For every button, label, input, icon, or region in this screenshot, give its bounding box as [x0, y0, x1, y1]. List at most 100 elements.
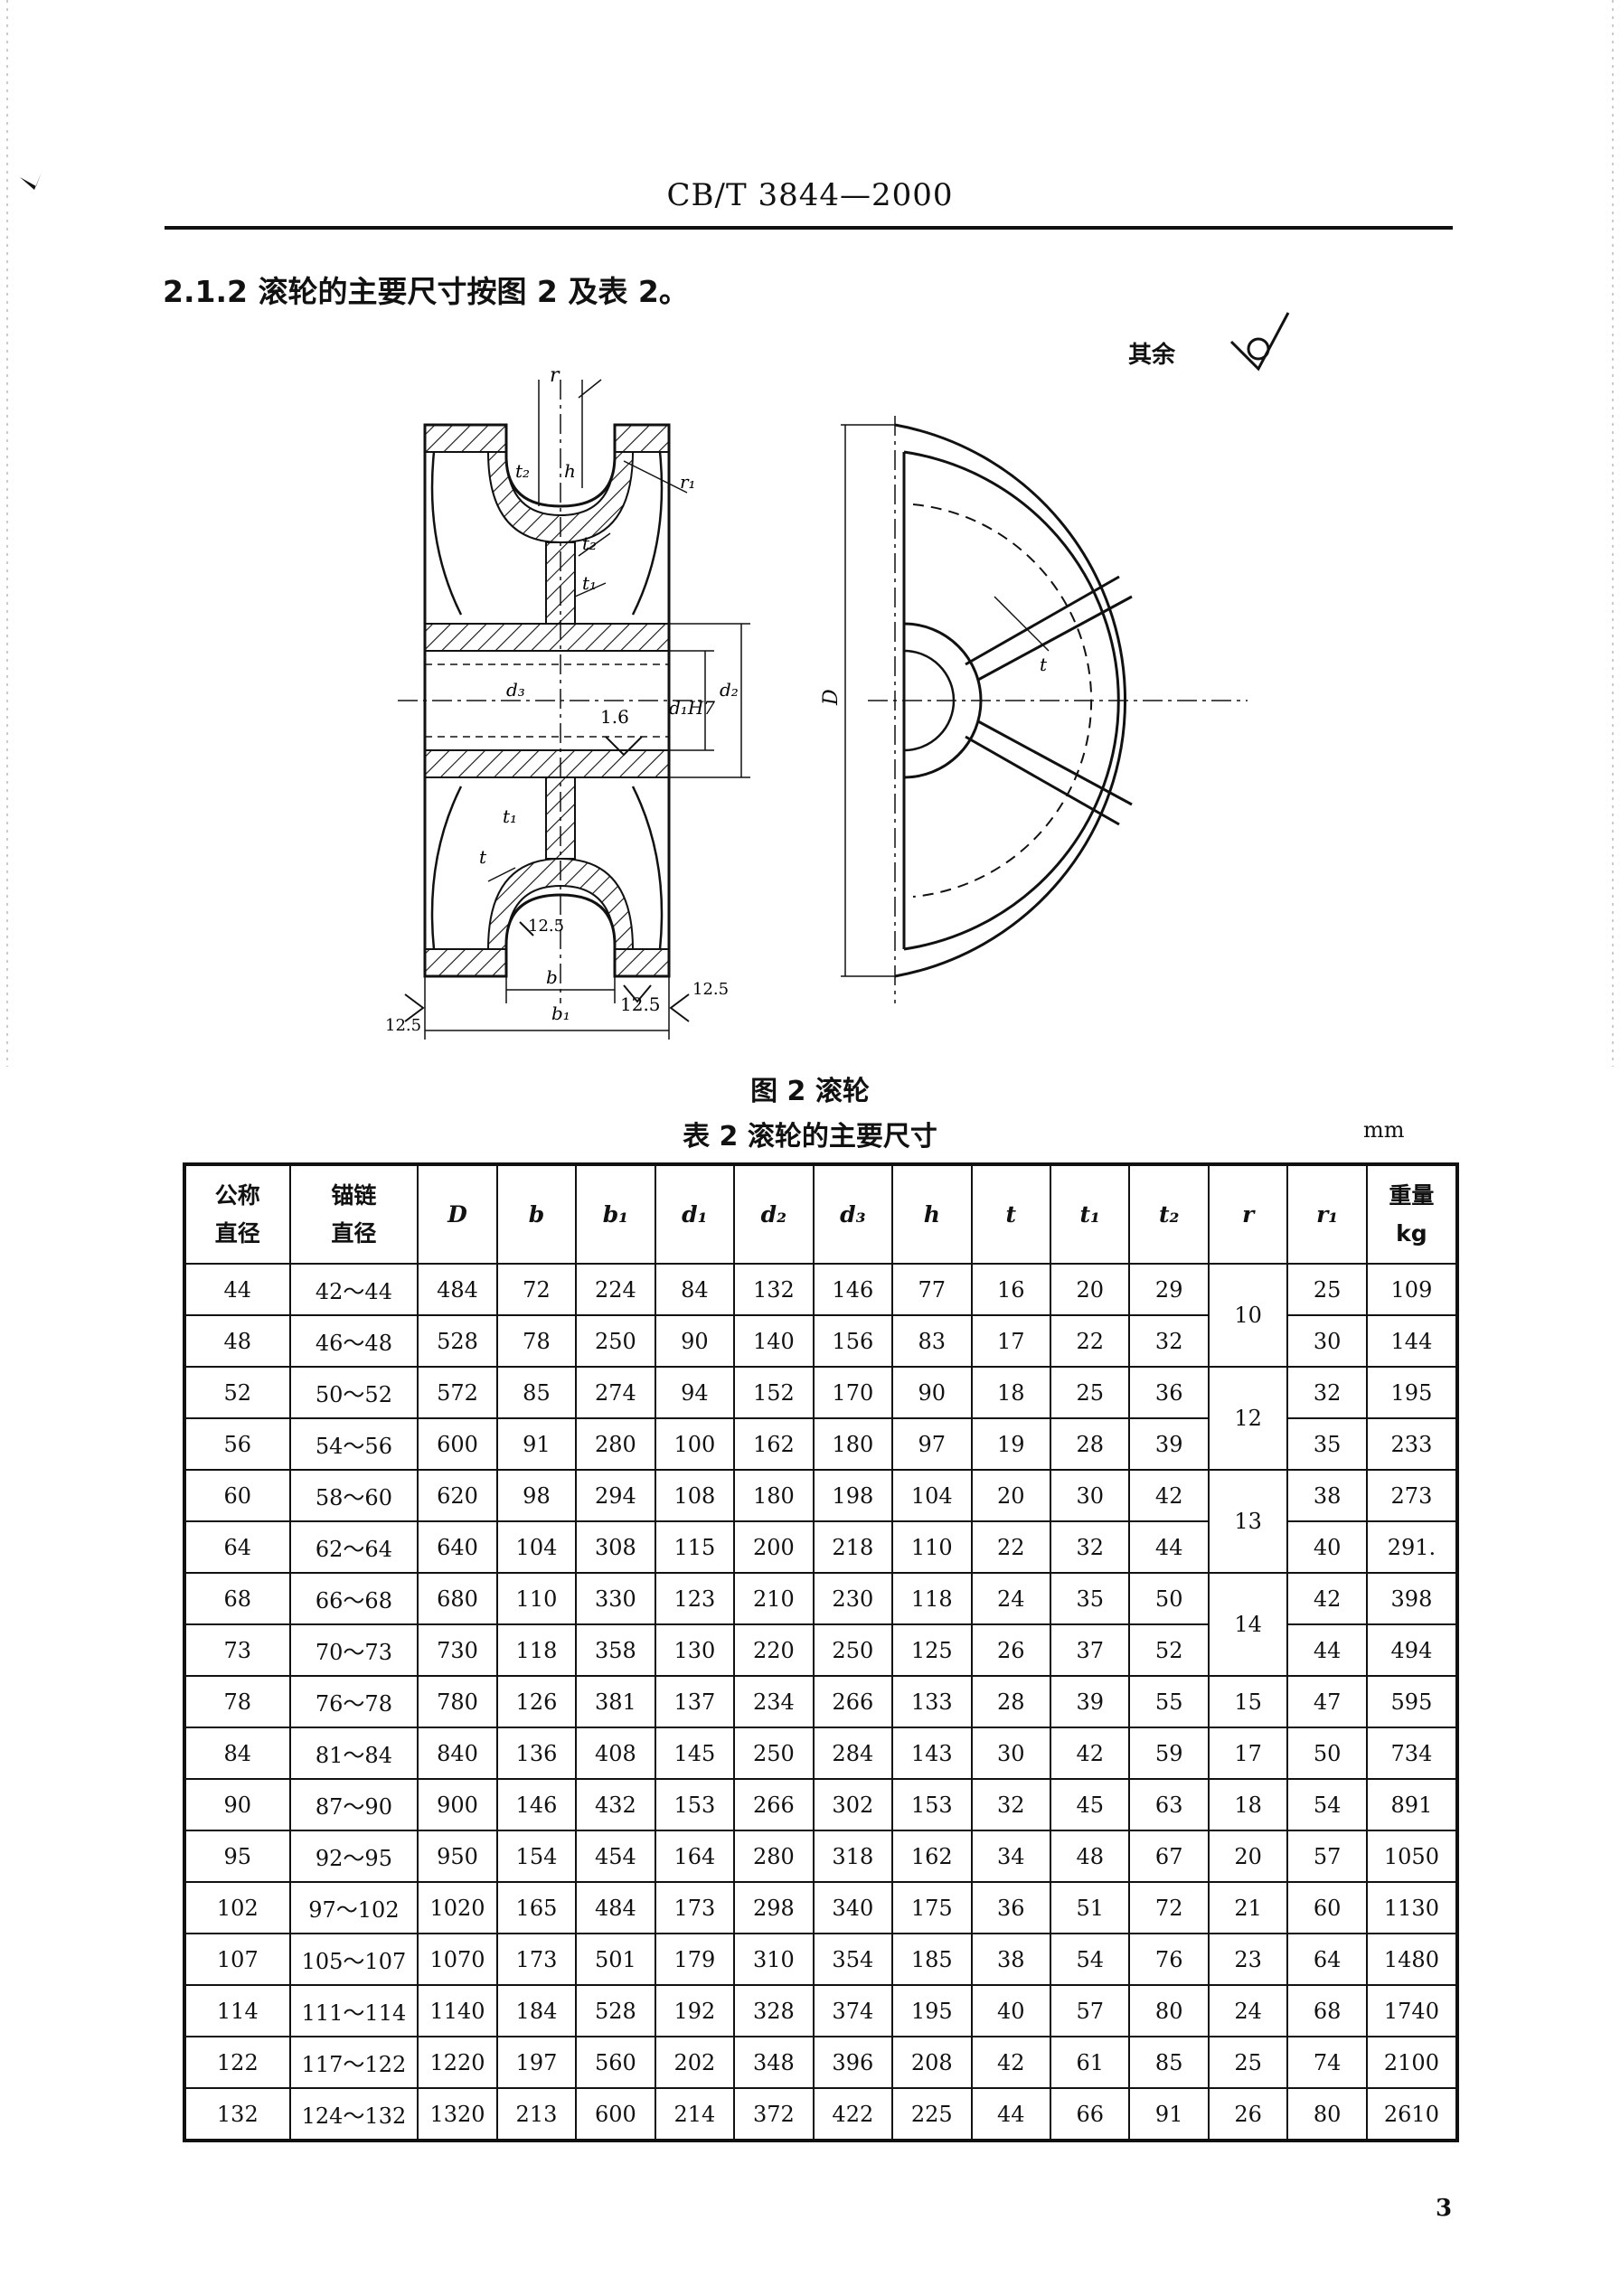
- table-cell: 46～48: [288, 1314, 419, 1368]
- table-cell: 91: [1128, 2087, 1210, 2141]
- column-header-symbol: D: [447, 1201, 467, 1228]
- table-cell: 22: [1049, 1314, 1131, 1368]
- table-cell: 224: [575, 1263, 656, 1316]
- table-cell: 144: [1365, 1314, 1459, 1368]
- table-cell: 214: [654, 2087, 736, 2141]
- table-cell: 180: [812, 1417, 894, 1471]
- table-cell: 396: [812, 2036, 894, 2089]
- label-d3: d₃: [506, 679, 525, 701]
- table-cell: 900: [417, 1778, 498, 1831]
- table-cell: 36: [1128, 1366, 1210, 1419]
- table-cell: 298: [733, 1881, 815, 1934]
- table-cell: 72: [495, 1263, 578, 1316]
- table-cell: 68: [184, 1572, 291, 1625]
- table-cell: 90: [654, 1314, 736, 1368]
- table-cell: 145: [654, 1727, 736, 1780]
- table-cell: 44: [1286, 1623, 1368, 1677]
- table-cell: 780: [417, 1675, 498, 1728]
- table-cell: 200: [733, 1520, 815, 1574]
- table-cell: 197: [495, 2036, 578, 2089]
- label-t2-top: t₂: [515, 460, 530, 482]
- table-cell: 600: [575, 2087, 656, 2141]
- standard-code: CB/T 3844—2000: [666, 177, 954, 213]
- table-cell: 57: [1286, 1830, 1368, 1883]
- table-cell: 32: [1049, 1520, 1131, 1574]
- table-cell: 68: [1286, 1984, 1368, 2037]
- column-header-symbol: b₁: [602, 1201, 629, 1228]
- table-cell: 100: [654, 1417, 736, 1471]
- table-cell: 192: [654, 1984, 736, 2037]
- table-cell: 170: [812, 1366, 894, 1419]
- table-cell: 26: [1207, 2087, 1289, 2141]
- column-header: t₂: [1128, 1163, 1210, 1265]
- table-cell: 840: [417, 1727, 498, 1780]
- table-cell: 124～132: [288, 2087, 419, 2141]
- column-header-main: 重量: [1389, 1181, 1435, 1209]
- column-header-symbol: d₃: [840, 1201, 866, 1228]
- table-cell: 140: [733, 1314, 815, 1368]
- table-cell: 54～56: [288, 1417, 419, 1471]
- table-cell: 152: [733, 1366, 815, 1419]
- table-cell: 28: [970, 1675, 1052, 1728]
- table-cell: 39: [1049, 1675, 1131, 1728]
- table-cell: 153: [654, 1778, 736, 1831]
- table-cell: 484: [417, 1263, 498, 1316]
- table-cell: 39: [1128, 1417, 1210, 1471]
- column-header: b: [495, 1163, 578, 1265]
- table-cell: 308: [575, 1520, 656, 1574]
- table-cell: 85: [1128, 2036, 1210, 2089]
- table-cell: 130: [654, 1623, 736, 1677]
- table-cell: 640: [417, 1520, 498, 1574]
- table-cell: 94: [654, 1366, 736, 1419]
- table-cell: 132: [184, 2087, 291, 2141]
- table-cell: 310: [733, 1933, 815, 1986]
- table-cell: 422: [812, 2087, 894, 2141]
- table-cell: 42: [970, 2036, 1052, 2089]
- table-cell: 19: [970, 1417, 1052, 1471]
- column-header-symbol: t₂: [1158, 1201, 1180, 1228]
- unit-label: mm: [1363, 1117, 1405, 1143]
- table-cell: 195: [891, 1984, 973, 2037]
- table-cell: 108: [654, 1469, 736, 1522]
- table-cell: 104: [495, 1520, 578, 1574]
- table-cell: 117～122: [288, 2036, 419, 2089]
- column-header-symbol: r: [1242, 1201, 1255, 1228]
- table-cell: 97: [891, 1417, 973, 1471]
- table-cell: 48: [1049, 1830, 1131, 1883]
- table-cell: 136: [495, 1727, 578, 1780]
- table-cell: 90: [184, 1778, 291, 1831]
- table-cell: 42: [1286, 1572, 1368, 1625]
- column-header-symbol: b: [528, 1201, 545, 1228]
- column-header-symbol: t: [1005, 1201, 1017, 1228]
- table-cell: 67: [1128, 1830, 1210, 1883]
- column-header: r: [1207, 1163, 1289, 1265]
- table-cell: 528: [575, 1984, 656, 2037]
- table-cell: 50～52: [288, 1366, 419, 1419]
- table-cell: 213: [495, 2087, 578, 2141]
- label-h: h: [564, 460, 576, 482]
- table-cell: 47: [1286, 1675, 1368, 1728]
- table-cell: 25: [1207, 2036, 1289, 2089]
- table-cell: 61: [1049, 2036, 1131, 2089]
- table-cell: 66: [1049, 2087, 1131, 2141]
- table-cell: 1740: [1365, 1984, 1459, 2037]
- table-cell: 104: [891, 1469, 973, 1522]
- table-cell: 164: [654, 1830, 736, 1883]
- table-cell: 179: [654, 1933, 736, 1986]
- table-cell: 250: [575, 1314, 656, 1368]
- roller-half-elevation: [841, 416, 1248, 1003]
- table-cell: 66～68: [288, 1572, 419, 1625]
- label-ra-12-5-right: 12.5: [692, 980, 729, 999]
- page-number: 3: [1436, 2195, 1453, 2222]
- table-cell: 12: [1207, 1366, 1289, 1471]
- table-cell: 354: [812, 1933, 894, 1986]
- table-cell: 10: [1207, 1263, 1289, 1368]
- label-ra-12-5-left: 12.5: [385, 1016, 421, 1035]
- column-header: D: [417, 1163, 498, 1265]
